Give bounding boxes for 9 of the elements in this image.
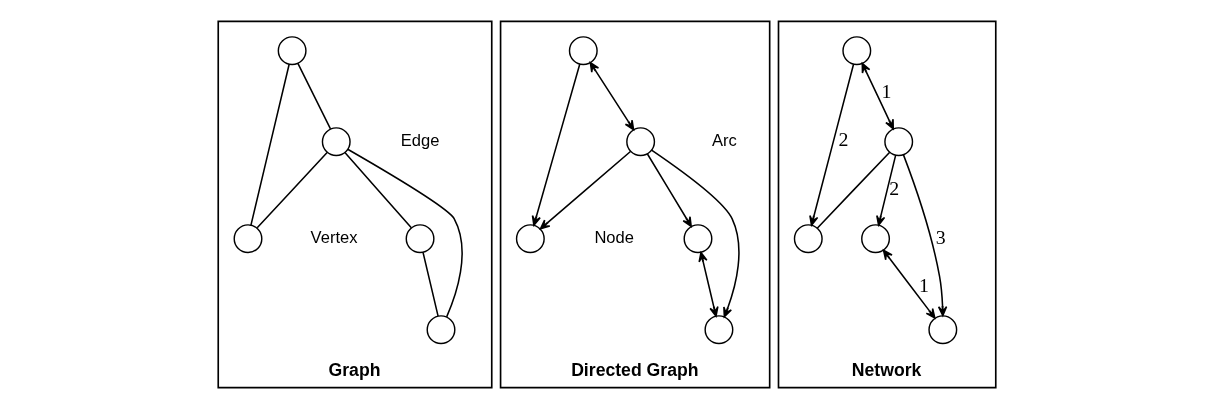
edge-label: 3 [935,225,946,248]
label: Vertex [310,227,357,247]
label: Edge [400,130,439,150]
edge-label: 1 [881,79,892,102]
edge-label: 2 [838,128,849,151]
edge-label: 2 [888,177,899,200]
edge-label: 1 [918,274,929,297]
label: Arc [711,130,737,150]
label: Node [593,227,634,247]
